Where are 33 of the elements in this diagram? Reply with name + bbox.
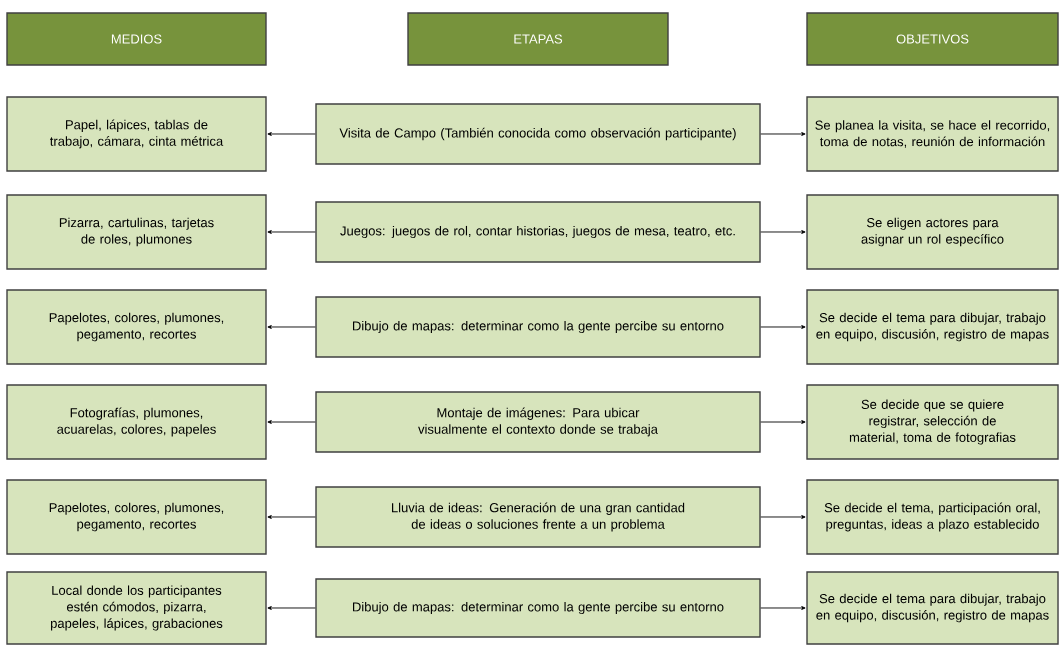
text-box: Se decide el tema, participación oral, preguntas, ideas a plazo establecido (806, 479, 1059, 555)
text-box: Se decide que se quiere registrar, selección de material, toma de fotografias (806, 384, 1059, 460)
arrow (760, 606, 806, 610)
arrow (760, 515, 806, 519)
arrow (267, 606, 316, 610)
text-box: Se eligen actores para asignar un rol específico (806, 194, 1059, 270)
arrow (760, 230, 806, 234)
arrow (760, 325, 806, 329)
stage-box: Montaje de imágenes: Para ubicar visualmente el contexto donde se trabaja (315, 391, 761, 453)
arrow (267, 132, 316, 136)
arrow (760, 420, 806, 424)
stage-box: Visita de Campo (También conocida como observación participante) (315, 103, 761, 165)
header-box: OBJETIVOS (806, 12, 1059, 66)
text-box: Papelotes, colores, plumones, pegamento, recortes (6, 289, 267, 365)
stage-box: Juegos: juegos de rol, contar historias, juegos de mesa, teatro, etc. (315, 201, 761, 263)
text-box: Papelotes, colores, plumones, pegamento, recortes (6, 479, 267, 555)
text-box: Se decide el tema para dibujar, trabajo en equipo, discusión, registro de mapas (806, 289, 1059, 365)
text-box: Local donde los participantes estén cómodos, pizarra, papeles, lápices, grabaciones (6, 571, 267, 645)
arrow (267, 325, 316, 329)
stage-box: Dibujo de mapas: determinar como la gente percibe su entorno (315, 578, 761, 638)
text-box: Fotografías, plumones, acuarelas, colores, papeles (6, 384, 267, 460)
arrow (267, 420, 316, 424)
stage-box: Lluvia de ideas: Generación de una gran cantidad de ideas o soluciones frente a un problema (315, 486, 761, 548)
header-box: ETAPAS (407, 12, 669, 66)
text-box: Pizarra, cartulinas, tarjetas de roles, plumones (6, 194, 267, 270)
arrow (267, 230, 316, 234)
text-box: Se planea la visita, se hace el recorrido, toma de notas, reunión de información (806, 96, 1059, 172)
stage-box: Dibujo de mapas: determinar como la gente percibe su entorno (315, 296, 761, 358)
arrow (760, 132, 806, 136)
arrow (267, 515, 316, 519)
text-box: Se decide el tema para dibujar, trabajo en equipo, discusión, registro de mapas (806, 571, 1059, 645)
header-box: MEDIOS (6, 12, 267, 66)
text-box: Papel, lápices, tablas de trabajo, cámara, cinta métrica (6, 96, 267, 172)
